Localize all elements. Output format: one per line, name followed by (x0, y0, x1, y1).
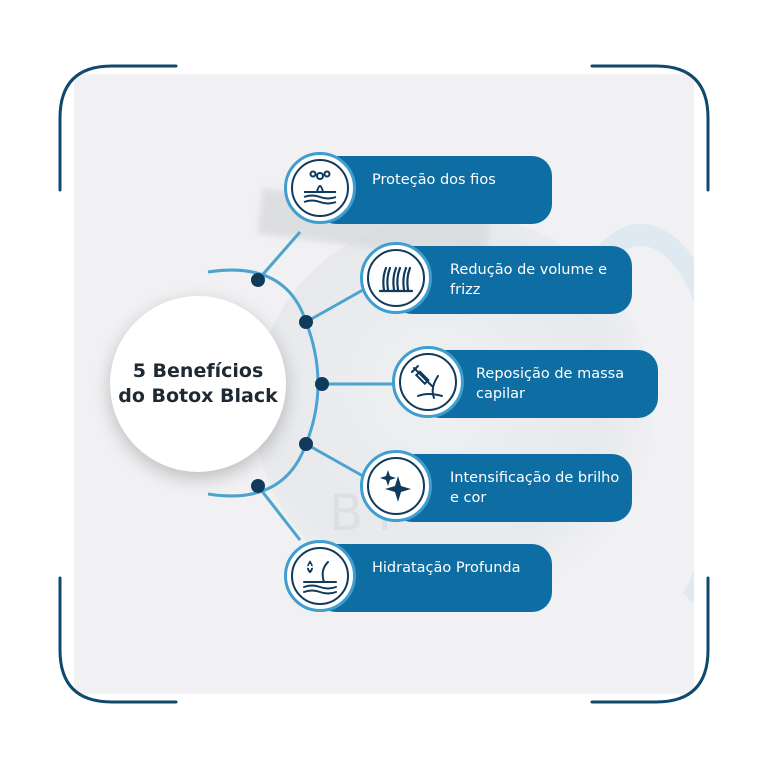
benefit-label: Hidratação Profunda (372, 560, 521, 576)
node-dot-1 (251, 273, 265, 287)
connector-4 (305, 442, 371, 482)
node-dot-3 (315, 377, 329, 391)
node-dot-2 (299, 315, 313, 329)
benefit-pill (392, 454, 632, 522)
syringe-hair-icon (411, 365, 443, 399)
node-dot-5 (251, 479, 265, 493)
hair-strands-icon (378, 266, 414, 293)
page-title: 5 Benefícios do Botox Black (118, 360, 278, 407)
benefit-label: Intensificação de brilho e cor (450, 470, 620, 506)
benefit-badge (360, 450, 432, 522)
connector-2 (305, 284, 371, 324)
benefit-badge (284, 540, 356, 612)
center-circle: 5 Benefícios do Botox Black (110, 296, 286, 472)
connector-1 (256, 231, 302, 281)
connector-5 (256, 485, 302, 541)
benefit-badge (360, 242, 432, 314)
benefit-pill (392, 246, 632, 314)
benefit-label: Redução de volume e frizz (450, 262, 608, 298)
benefit-badge (392, 346, 464, 418)
sparkle-icon (380, 470, 411, 502)
node-dot-4 (299, 437, 313, 451)
hydration-icon (303, 560, 337, 595)
benefit-badge (284, 152, 356, 224)
hair-protection-icon (303, 170, 337, 205)
benefit-label: Reposição de massa capilar (476, 366, 625, 402)
benefit-label: Proteção dos fios (372, 172, 496, 188)
